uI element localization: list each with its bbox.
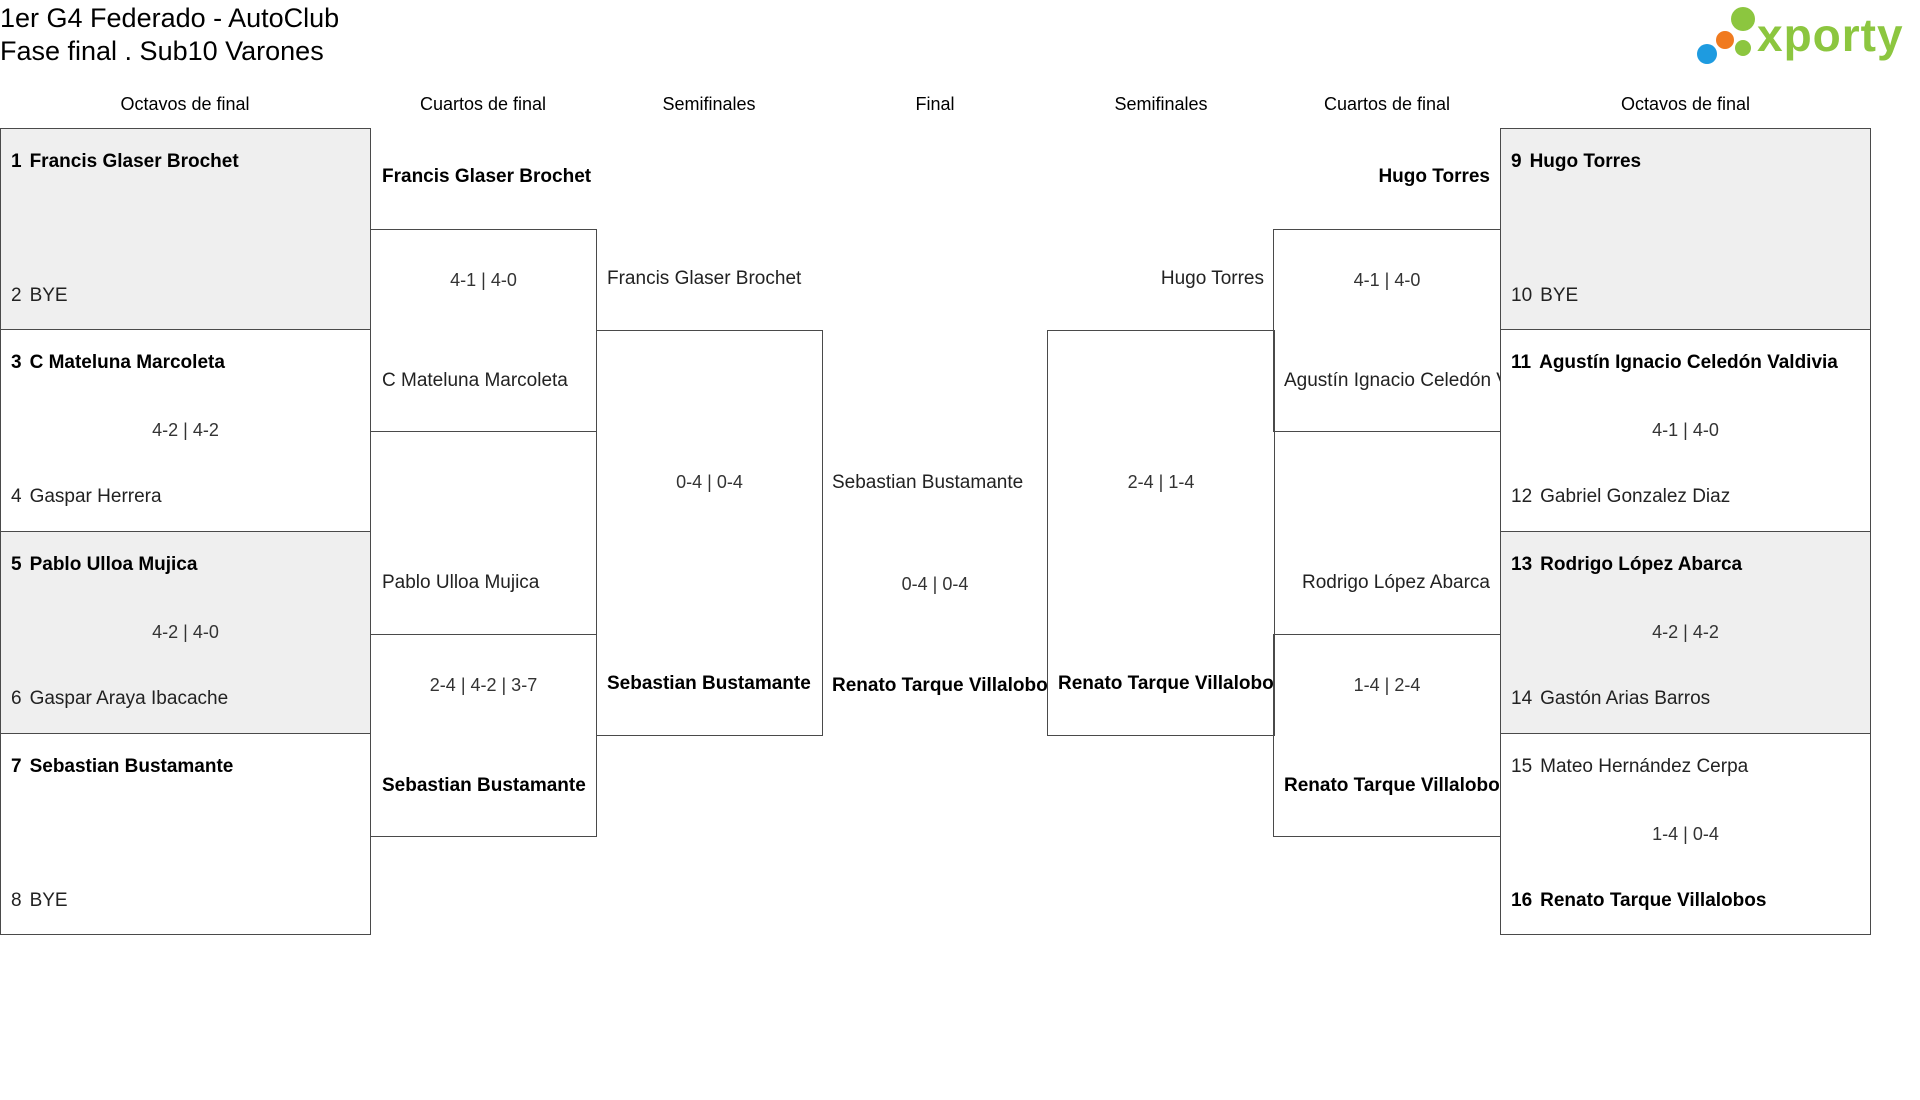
sf-connector[interactable]	[1047, 330, 1275, 736]
match-score: 4-2 | 4-2	[152, 420, 219, 440]
round-header: Semifinales	[1114, 94, 1208, 114]
round-header: Cuartos de final	[1323, 94, 1451, 114]
match-score: 2-4 | 1-4	[1127, 472, 1195, 492]
qf-connector[interactable]	[1273, 229, 1501, 432]
qf-connector[interactable]	[370, 229, 597, 432]
qf-player: Sebastian Bustamante	[382, 775, 586, 796]
qf-player: Hugo Torres	[1378, 166, 1490, 187]
sf-player: Francis Glaser Brochet	[607, 268, 802, 289]
round-header: Final	[915, 94, 955, 114]
qf-player: Renato Tarque Villalobos	[1284, 775, 1500, 796]
qf-player: Francis Glaser Brochet	[382, 166, 592, 187]
tournament-subtitle: Fase final . Sub10 Varones	[0, 36, 324, 66]
round-header: Cuartos de final	[419, 94, 547, 114]
match-score: 2-4 | 4-2 | 3-7	[429, 675, 538, 695]
tournament-title: 1er G4 Federado - AutoClub	[0, 3, 340, 33]
qf-player: Agustín Ignacio Celedón Valdivia	[1284, 370, 1500, 391]
match-score: 0-4 | 0-4	[676, 472, 743, 492]
match-score: 4-1 | 4-0	[1652, 420, 1719, 440]
sf-player: Hugo Torres	[1160, 268, 1264, 289]
qf-connector[interactable]	[370, 634, 597, 837]
qf-player: Rodrigo López Abarca	[1301, 572, 1490, 593]
logo-dots-icon	[1697, 7, 1755, 64]
sf-connector[interactable]	[596, 330, 823, 736]
final-player: Renato Tarque Villalobos	[832, 675, 1048, 696]
xporty-logo: xporty	[1695, 4, 1920, 70]
round-header: Octavos de final	[1620, 94, 1751, 114]
match-score: 4-2 | 4-0	[152, 622, 219, 642]
match-score: 4-1 | 4-0	[1353, 270, 1421, 290]
match-score: 4-1 | 4-0	[450, 270, 517, 290]
qf-connector[interactable]	[1273, 634, 1501, 837]
sf-player: Sebastian Bustamante	[607, 673, 811, 694]
match-score: 4-2 | 4-2	[1652, 622, 1719, 642]
final-player: Sebastian Bustamante	[832, 472, 1024, 493]
sf-player: Renato Tarque Villalobos	[1058, 673, 1274, 694]
round-header: Octavos de final	[120, 94, 250, 114]
match-score: 1-4 | 0-4	[1652, 824, 1719, 844]
qf-player: Pablo Ulloa Mujica	[382, 572, 540, 593]
final-score: 0-4 | 0-4	[901, 574, 969, 594]
round-header: Semifinales	[662, 94, 756, 114]
qf-player: C Mateluna Marcoleta	[382, 370, 568, 391]
match-score: 1-4 | 2-4	[1353, 675, 1421, 695]
logo-text: xporty	[1757, 9, 1904, 61]
